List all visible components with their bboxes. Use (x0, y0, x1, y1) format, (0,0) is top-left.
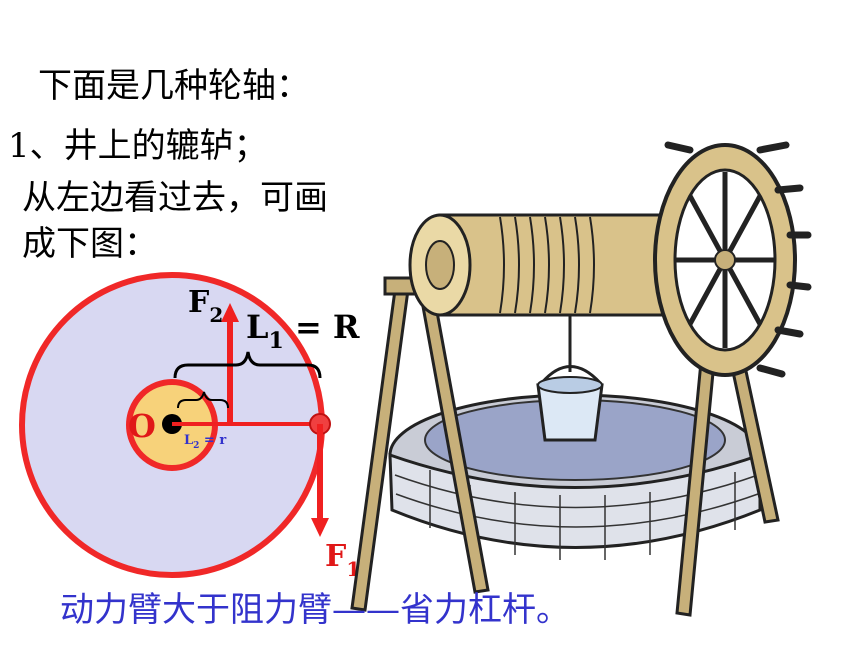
f2-label: F2 (188, 285, 223, 327)
pivot-label: O (128, 407, 156, 445)
f1-arrowhead (311, 518, 329, 537)
heading-text: 下面是几种轮轴： (38, 66, 310, 106)
bucket-rim (537, 376, 603, 394)
item-1-text: 1、井上的辘轳； (8, 126, 268, 166)
l1-brace (173, 351, 322, 379)
spoked-wheel (653, 141, 812, 378)
l1-label: L1 = R (246, 308, 360, 354)
description-line-1: 从左边看过去，可画 (22, 178, 328, 218)
l2-label: L2 = r (184, 433, 226, 451)
bucket-handle (538, 365, 604, 386)
well-wall (388, 452, 762, 549)
l2-brace (177, 391, 229, 409)
description-line-2: 成下图： (22, 224, 158, 264)
conclusion-text: 动力臂大于阻力臂——省力杠杆。 (60, 590, 570, 630)
f2-arrowhead (221, 303, 239, 322)
